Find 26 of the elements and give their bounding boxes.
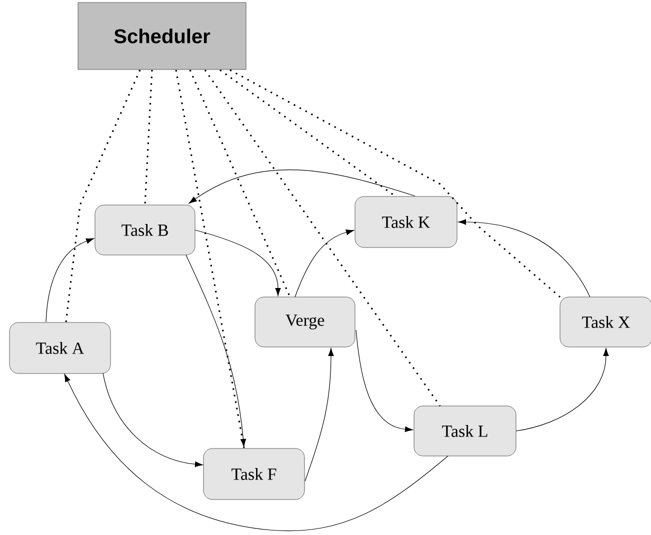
task-box: Task B [94,204,196,256]
dotted-line [144,70,153,206]
arrow [294,230,354,298]
arrow [186,254,246,447]
dotted-line [65,70,141,322]
dotted-line [175,70,245,448]
dotted-line [230,69,561,298]
arrow [46,238,94,322]
arrow [304,348,334,482]
arrow [356,330,413,432]
arrow [194,230,281,296]
task-box: Verge [254,296,356,348]
scheduler-box: Scheduler [78,2,246,70]
task-box: Task X [560,296,651,348]
dotted-line [189,70,291,298]
task-box: Task L [414,406,516,456]
task-box: Task F [203,448,305,500]
arrow [64,374,448,532]
dotted-line [220,69,396,197]
arrow [102,372,203,468]
arrow [458,219,590,298]
arrow [188,170,416,204]
task-box: Task A [9,322,111,374]
arrow [516,348,609,432]
dotted-line [204,70,441,406]
task-box: Task K [354,196,458,248]
